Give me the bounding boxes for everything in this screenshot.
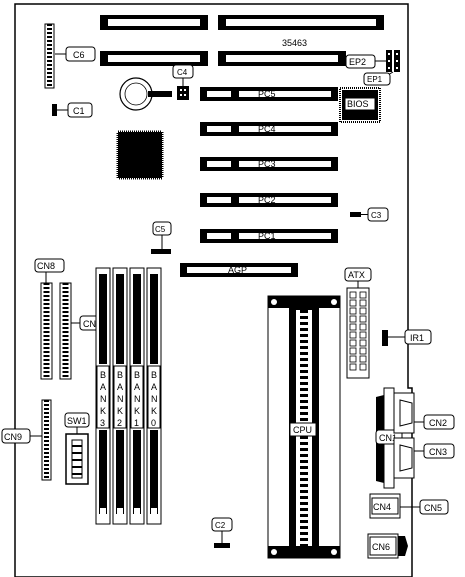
sw1-dip-switch: SW1 (64, 412, 90, 485)
cn9-header: CN9 (1, 399, 52, 481)
bank-letter: 3 (100, 418, 105, 428)
pc5-label: PC5 (258, 89, 276, 99)
pc3-label: PC3 (258, 159, 276, 169)
pc2-label: PC2 (258, 195, 276, 205)
bank-letter: B (117, 370, 123, 380)
agp-slot: AGP (180, 263, 298, 277)
battery (119, 77, 172, 111)
bank-letter: 1 (134, 418, 139, 428)
pc1-label: PC1 (258, 231, 276, 241)
c6-label: C6 (73, 50, 85, 60)
isa-slot-upper-left (100, 15, 208, 30)
c2-label: C2 (215, 521, 226, 530)
cn6-keyboard-connector: CN6 (367, 533, 408, 559)
cn3-label: CN3 (429, 447, 447, 457)
pci-slot-pc3: PC3 (200, 157, 338, 171)
c3-label: C3 (371, 211, 382, 220)
cn4-usb-connector: CN4 CN5 (369, 493, 449, 519)
bank-letter: A (151, 382, 157, 392)
bank-letter: A (100, 382, 106, 392)
c3-jumper: C3 (350, 207, 389, 222)
bank-letter: N (117, 394, 124, 404)
c4-label: C4 (177, 68, 188, 77)
memory-bank-1 (129, 267, 145, 525)
memory-bank-0 (146, 267, 162, 525)
bank-letter: A (134, 382, 140, 392)
bios-chip: BIOS (339, 87, 381, 123)
sw1-label: SW1 (67, 416, 87, 426)
c2-jumper: C2 (211, 517, 233, 548)
cn9-label: CN9 (4, 432, 22, 442)
bank-letter: B (151, 370, 157, 380)
isa-slot-lower-left (100, 51, 208, 66)
ir1-header: IR1 (382, 329, 432, 346)
c4-jumper: C4 (172, 64, 194, 100)
bank-letter: 2 (117, 418, 122, 428)
board-model-number: 35463 (282, 38, 307, 48)
cn3-serial-port: CN3 (393, 437, 455, 479)
cn4-label: CN4 (373, 502, 391, 512)
cpu-slot: CPU (267, 295, 341, 559)
pci-slot-pc1: PC1 (200, 229, 338, 243)
isa-slot-upper-right (218, 15, 384, 30)
pc4-label: PC4 (258, 124, 276, 134)
c1-jumper: C1 (52, 102, 93, 118)
cn6-label: CN6 (372, 542, 390, 552)
pci-slot-pc2: PC2 (200, 193, 338, 207)
cpu-label: CPU (293, 425, 312, 435)
atx-power-connector: ATX (344, 267, 372, 379)
pci-slot-pc5: PC5 (200, 87, 338, 101)
ir1-label: IR1 (410, 333, 424, 343)
bank-letter: N (151, 394, 158, 404)
ep2-jumper: EP2 (345, 54, 386, 69)
cn8-header: CN8 (34, 258, 65, 380)
atx-label: ATX (348, 270, 365, 280)
c6-header: C6 (44, 23, 96, 89)
isa-slot-lower-right (218, 51, 346, 66)
memory-bank-2 (112, 267, 128, 525)
bank-letter: K (151, 406, 157, 416)
ep1-label: EP1 (367, 75, 383, 84)
cn2-serial-port: CN2 (393, 392, 455, 434)
cn2-label: CN2 (429, 418, 447, 428)
bank-letter: B (100, 370, 106, 380)
agp-label: AGP (228, 265, 247, 275)
bank-letter: N (134, 394, 141, 404)
cn7-label: CN7 (83, 319, 101, 329)
c5-label: C5 (155, 225, 166, 234)
bank-letter: B (134, 370, 140, 380)
bios-label: BIOS (347, 99, 369, 109)
bank-letter: N (100, 394, 107, 404)
pci-slot-pc4: PC4 (200, 122, 338, 136)
bank-letter: K (100, 406, 106, 416)
bank-letter: K (134, 406, 140, 416)
bank-letter: 0 (151, 418, 156, 428)
c5-jumper: C5 (151, 221, 172, 254)
chipset (116, 130, 164, 180)
ep1-jumper: EP1 (363, 50, 400, 86)
cn1-label: CN1 (379, 433, 397, 443)
cn8-label: CN8 (37, 261, 55, 271)
cn5-label: CN5 (424, 503, 442, 513)
bank-letter: K (117, 406, 123, 416)
bank-letter: A (117, 382, 123, 392)
ep2-label: EP2 (349, 57, 366, 67)
c1-label: C1 (73, 106, 85, 116)
memory-bank-3 (95, 267, 111, 525)
